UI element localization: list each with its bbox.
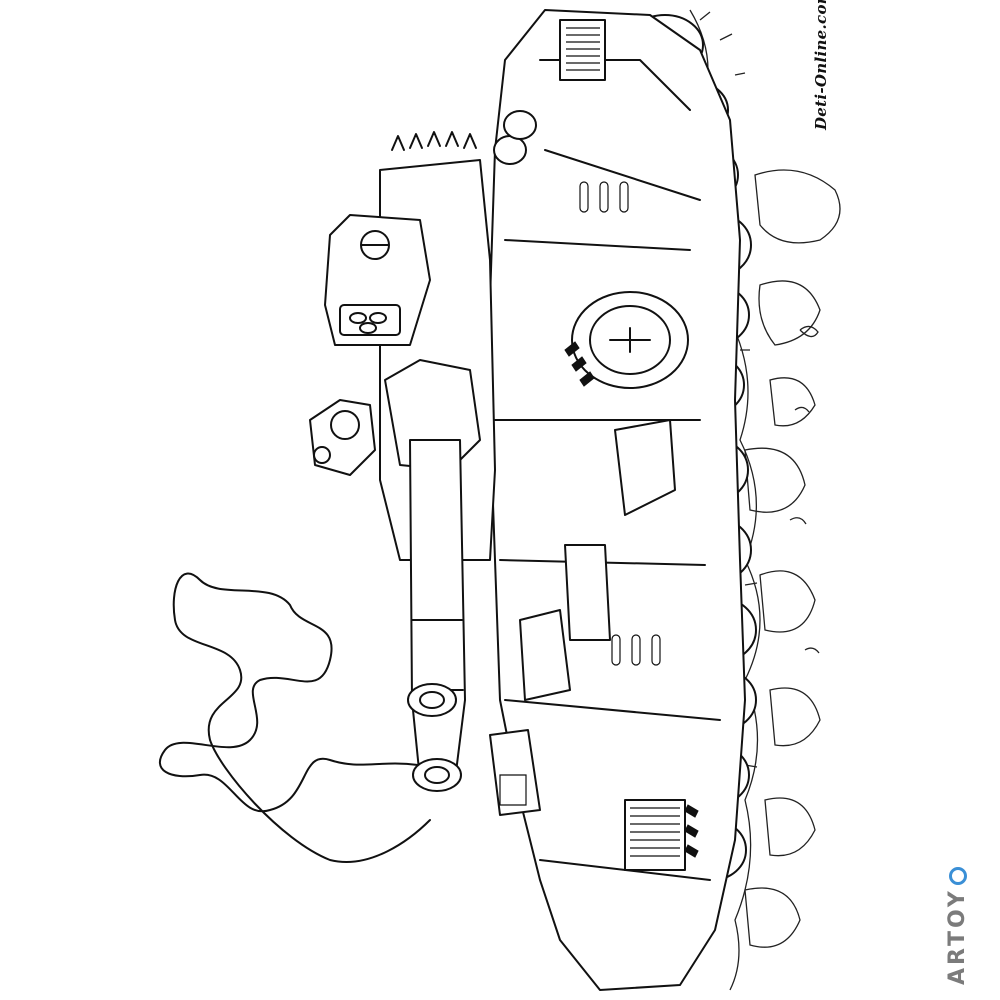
site-watermark: Deti-Online.com [812, 0, 830, 130]
logo-ring-icon [949, 867, 967, 886]
tank-hull [490, 10, 745, 990]
brand-logo-text: ARTOY [945, 888, 970, 985]
brand-logo: ARTOY [945, 867, 970, 985]
tank-turret [310, 132, 495, 791]
smoke-trail [160, 574, 430, 862]
